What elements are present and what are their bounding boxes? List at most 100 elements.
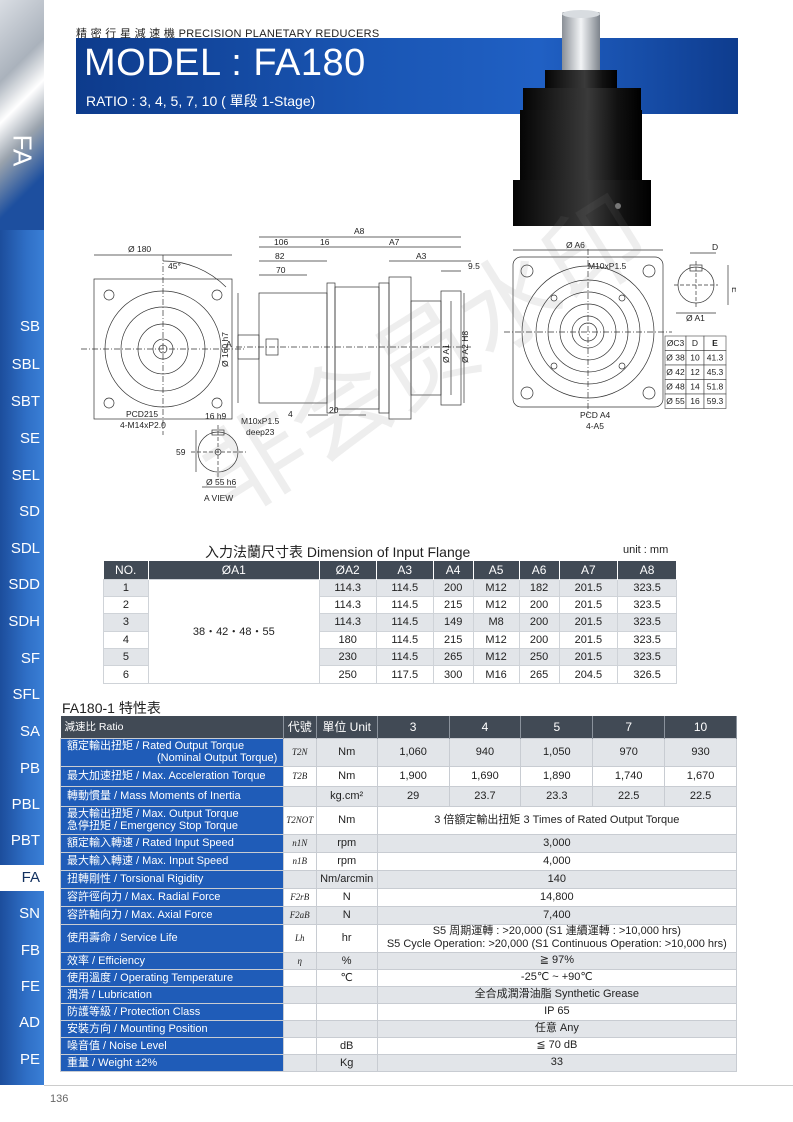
spec-symbol	[282, 869, 317, 889]
spec-col-header: 5	[520, 716, 594, 738]
key-table-cell: 10	[690, 353, 700, 363]
spec-symbol	[282, 1019, 317, 1038]
spec-col-header: 減速比 Ratio	[60, 716, 284, 738]
key-table-cell: Ø 48	[666, 382, 685, 392]
spec-unit: dB	[315, 1036, 378, 1055]
sidebar-item-se[interactable]: SE	[19, 430, 40, 447]
spec-value: 1,060	[376, 737, 450, 767]
spec-row-label: 最大加速扭矩 / Max. Acceleration Torque	[60, 765, 284, 787]
key-table-header: D	[692, 338, 698, 348]
spec-unit: rpm	[315, 833, 378, 853]
flange-cell-no: 1	[103, 578, 149, 597]
spec-unit: kg.cm²	[315, 785, 378, 807]
spec-unit	[315, 985, 378, 1004]
spec-col-header: 單位 Unit	[316, 716, 378, 738]
spec-label-line: 噪音值 / Noise Level	[67, 1039, 167, 1052]
sidebar-item-pbl[interactable]: PBL	[11, 796, 40, 813]
sidebar-item-fa[interactable]: FA	[0, 865, 44, 891]
sidebar-item-sb[interactable]: SB	[19, 318, 40, 335]
sidebar-item-fe[interactable]: FE	[20, 978, 40, 995]
sidebar-item-sbt[interactable]: SBT	[10, 393, 40, 410]
sidebar-item-sn[interactable]: SN	[19, 905, 40, 922]
flange-cell: M12	[472, 595, 520, 615]
dim-front-angle: 45°	[168, 261, 181, 271]
sidebar-item-sa[interactable]: SA	[19, 723, 40, 740]
spec-label-line: 扭轉剛性 / Torsional Rigidity	[67, 873, 204, 885]
sidebar-item-sdd[interactable]: SDD	[8, 576, 40, 593]
dim-a7: A7	[389, 237, 400, 247]
spec-span-line: 14,800	[540, 890, 574, 903]
flange-cell: 114.5	[375, 595, 434, 615]
dim-106: 106	[274, 237, 288, 247]
dim-front-pcd: PCD215	[126, 409, 158, 419]
dim-160: Ø 160 h7	[220, 332, 230, 367]
side-nav-header	[0, 0, 44, 230]
sidebar-item-ad[interactable]: AD	[19, 1014, 40, 1031]
flange-cell: M12	[472, 578, 520, 597]
sidebar-item-pb[interactable]: PB	[19, 760, 40, 777]
sidebar-item-sel[interactable]: SEL	[11, 467, 40, 484]
dim-a-view: A VIEW	[204, 493, 233, 503]
flange-cell: 149	[432, 613, 474, 632]
spec-label-line: 容許軸向力 / Max. Axial Force	[67, 909, 213, 921]
flange-cell-no: 4	[103, 630, 149, 650]
spec-value: 1,740	[592, 765, 666, 787]
sidebar-item-sf[interactable]: SF	[20, 650, 40, 667]
spec-value: 23.3	[520, 785, 594, 807]
spec-symbol: T2N	[282, 737, 317, 767]
spec-value-span: 3,000	[376, 833, 738, 853]
key-table-cell: 59.3	[707, 396, 724, 406]
sidebar-item-pbt[interactable]: PBT	[10, 832, 40, 849]
key-table-cell: Ø 55	[666, 396, 685, 406]
sidebar-item-sdl[interactable]: SDL	[10, 540, 40, 557]
sidebar-item-sd[interactable]: SD	[19, 503, 40, 520]
spec-symbol: Lh	[282, 923, 317, 953]
spec-value-span: S5 周期運轉 : >20,000 (S1 連續運轉 : >10,000 hrs…	[376, 923, 738, 953]
spec-row-label: 轉動慣量 / Mass Moments of Inertia	[60, 785, 284, 807]
spec-unit: Nm	[315, 805, 378, 835]
spec-value: 1,890	[520, 765, 594, 787]
spec-value-span: 全合成潤滑油脂 Synthetic Grease	[376, 985, 738, 1004]
flange-cell: 215	[432, 595, 474, 615]
dim-flange-pcd: PCD A4	[580, 410, 611, 420]
spec-row-label: 容許徑向力 / Max. Radial Force	[60, 887, 284, 907]
dim-a8: A8	[354, 226, 365, 236]
flange-col-header: NO.	[103, 561, 149, 579]
dim-shaft-16: 16 h9	[205, 411, 227, 421]
spec-symbol	[282, 968, 317, 987]
spec-symbol: T2B	[282, 765, 317, 787]
sidebar-item-pe[interactable]: PE	[19, 1051, 40, 1068]
flange-col-header: A8	[617, 561, 677, 579]
spec-row-label: 效率 / Efficiency	[60, 951, 284, 970]
sidebar-item-sdh[interactable]: SDH	[8, 613, 40, 630]
dim-flange-holes: 4-A5	[586, 421, 604, 431]
spec-value-span: -25℃ ~ +90℃	[376, 968, 738, 987]
spec-value-span: 3 倍額定輸出扭矩 3 Times of Rated Output Torque	[376, 805, 738, 835]
flange-cell: 230	[318, 648, 377, 667]
sidebar-item-sbl[interactable]: SBL	[11, 356, 40, 373]
flange-cell: 180	[318, 630, 377, 650]
spec-span-line: 7,400	[543, 908, 571, 921]
sidebar-item-fb[interactable]: FB	[20, 942, 40, 959]
spec-unit: N	[315, 887, 378, 907]
spec-value: 970	[592, 737, 666, 767]
flange-cell: M8	[472, 613, 520, 632]
spec-unit	[315, 1019, 378, 1038]
spec-unit: rpm	[315, 851, 378, 871]
spec-value-span: ≦ 70 dB	[376, 1036, 738, 1055]
dim-side-deep: deep23	[246, 427, 275, 437]
dim-key-d: D	[712, 242, 718, 252]
spec-label-line: 潤滑 / Lubrication	[67, 988, 152, 1001]
sidebar-item-sfl[interactable]: SFL	[12, 686, 40, 703]
spec-label-line: 使用壽命 / Service Life	[67, 932, 178, 944]
flange-cell-no: 6	[103, 665, 149, 684]
spec-col-header: 7	[592, 716, 666, 738]
spec-value: 22.5	[592, 785, 666, 807]
spec-value: 29	[376, 785, 450, 807]
